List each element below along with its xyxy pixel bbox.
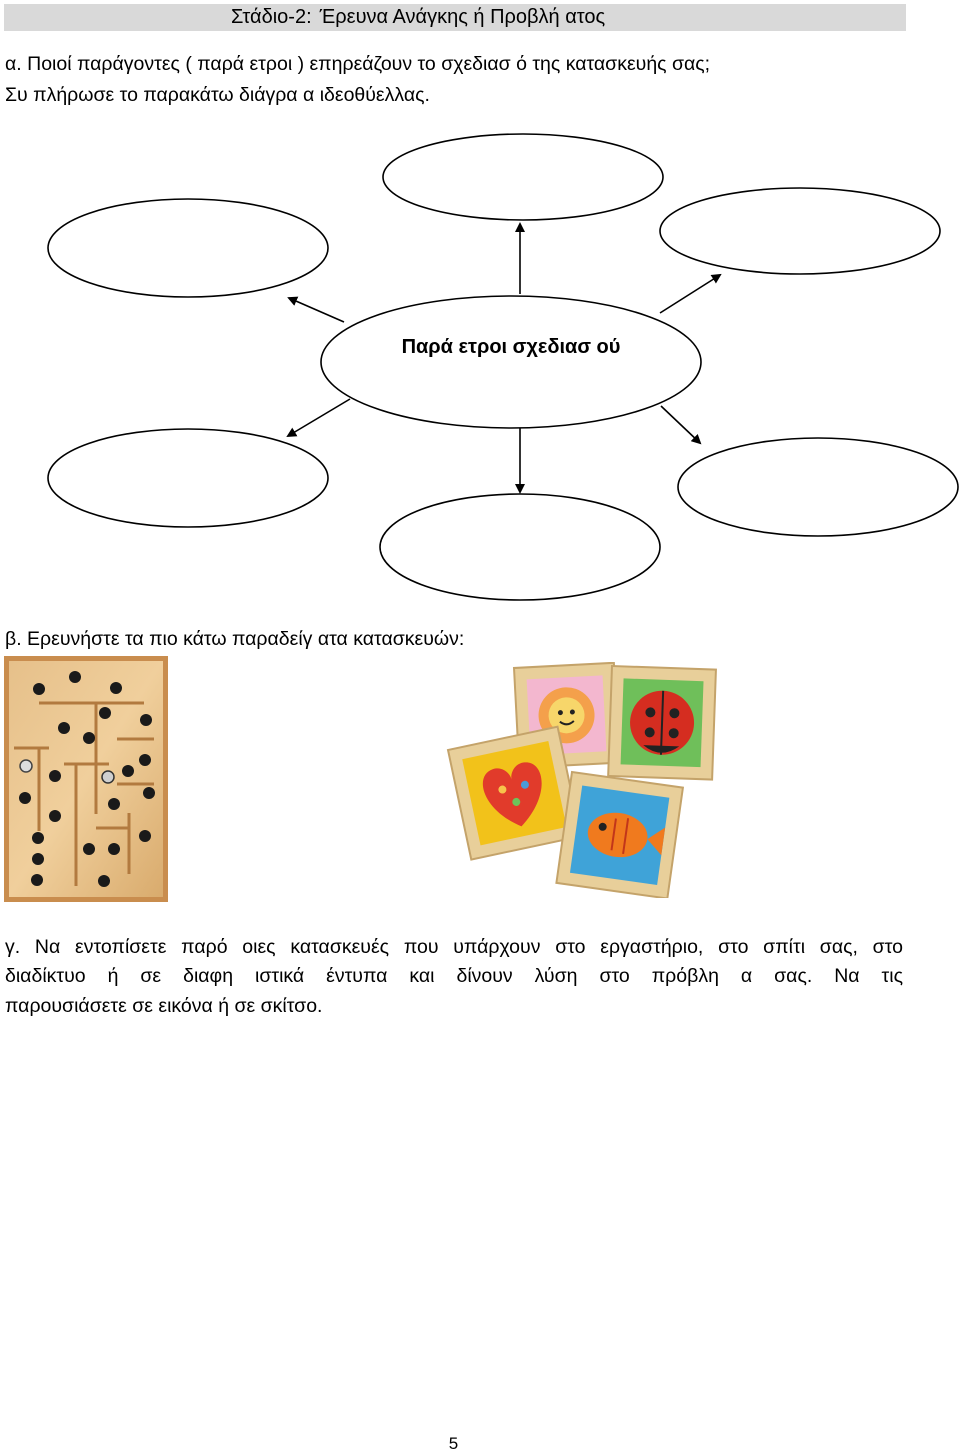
- arrow-bottom-right: [660, 405, 702, 445]
- bubble-top-right[interactable]: [659, 187, 941, 275]
- bubble-top-left[interactable]: [47, 198, 329, 298]
- stage-header: Στάδιο-2: Έρευνα Ανάγκης ή Προβλή ατος: [4, 4, 906, 31]
- labyrinth-image: [4, 656, 168, 902]
- page-number: 5: [448, 1434, 459, 1453]
- brainstorm-diagram: Παρά ετροι σχεδιασ ού: [47, 133, 959, 601]
- bubble-center: [320, 295, 702, 429]
- question-c-line2: διαδίκτυο ή σε διαφη ιστικά έντυπα και δ…: [5, 965, 903, 987]
- arrow-top-right: [659, 273, 722, 314]
- diagram-center-label: Παρά ετροι σχεδιασ ού: [402, 336, 621, 358]
- question-b-heading: β. Ερευνήστε τα πιο κάτω παραδείγ ατα κα…: [5, 628, 465, 650]
- question-c-line3: παρουσιάσετε σε εικόνα ή σε σκίτσο.: [5, 995, 323, 1017]
- question-c-line1: γ. Να εντοπίσετε παρό οιες κατασκευές πο…: [5, 936, 903, 958]
- bubble-top[interactable]: [382, 133, 664, 221]
- arrow-bottom-left: [286, 398, 351, 438]
- bubble-bottom[interactable]: [379, 493, 661, 601]
- bubble-bottom-right[interactable]: [677, 437, 959, 537]
- bubble-bottom-left[interactable]: [47, 428, 329, 528]
- ball-puzzles-image: [446, 662, 717, 898]
- stage-title: Έρευνα Ανάγκης ή Προβλή ατος: [319, 6, 606, 28]
- question-a-line2: Συ πλήρωσε το παρακάτω διάγρα α ιδεοθύελ…: [5, 84, 430, 106]
- stage-label: Στάδιο-2:: [231, 6, 312, 28]
- arrow-top-left: [287, 296, 345, 323]
- question-a-line1: α. Ποιοί παράγοντες ( παρά ετροι ) επηρε…: [5, 53, 711, 75]
